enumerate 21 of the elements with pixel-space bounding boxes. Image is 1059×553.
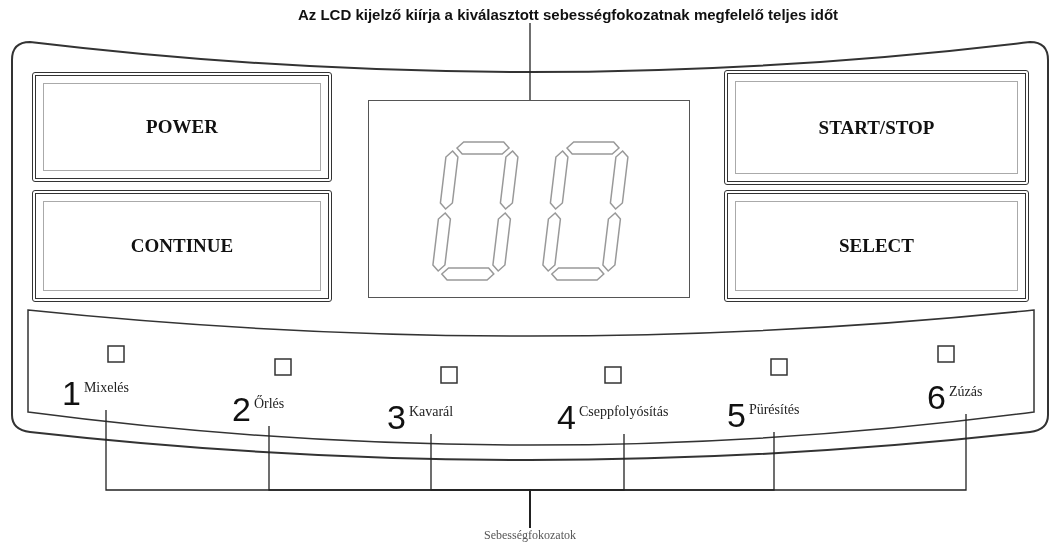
- speed-number: 1: [62, 376, 81, 410]
- speed-number: 3: [387, 400, 406, 434]
- speed-label: Zúzás: [948, 385, 983, 399]
- select-button: SELECT: [724, 190, 1029, 302]
- speed-label: Őrlés: [253, 397, 285, 411]
- speed-label: Kavarál: [408, 405, 454, 419]
- speed-label: Cseppfolyósítás: [578, 405, 669, 419]
- speed-number: 4: [557, 400, 576, 434]
- continue-button: CONTINUE: [32, 190, 332, 302]
- callout-text: Az LCD kijelző kiírja a kiválasztott sebességfokozatnak megfelelő teljes időt: [297, 6, 839, 23]
- speed-label: Mixelés: [83, 381, 130, 395]
- leader-line: [529, 413, 967, 529]
- lcd-display: [368, 100, 690, 298]
- start-stop-button: START/STOP: [724, 70, 1029, 185]
- speed-number: 6: [927, 380, 946, 414]
- speed-label: Pürésítés: [748, 403, 800, 417]
- power-button: POWER: [32, 72, 332, 182]
- speed-number: 2: [232, 392, 251, 426]
- callout-text: Sebességfokozatok: [484, 528, 576, 543]
- leader-line: [529, 22, 531, 101]
- speed-number: 5: [727, 398, 746, 432]
